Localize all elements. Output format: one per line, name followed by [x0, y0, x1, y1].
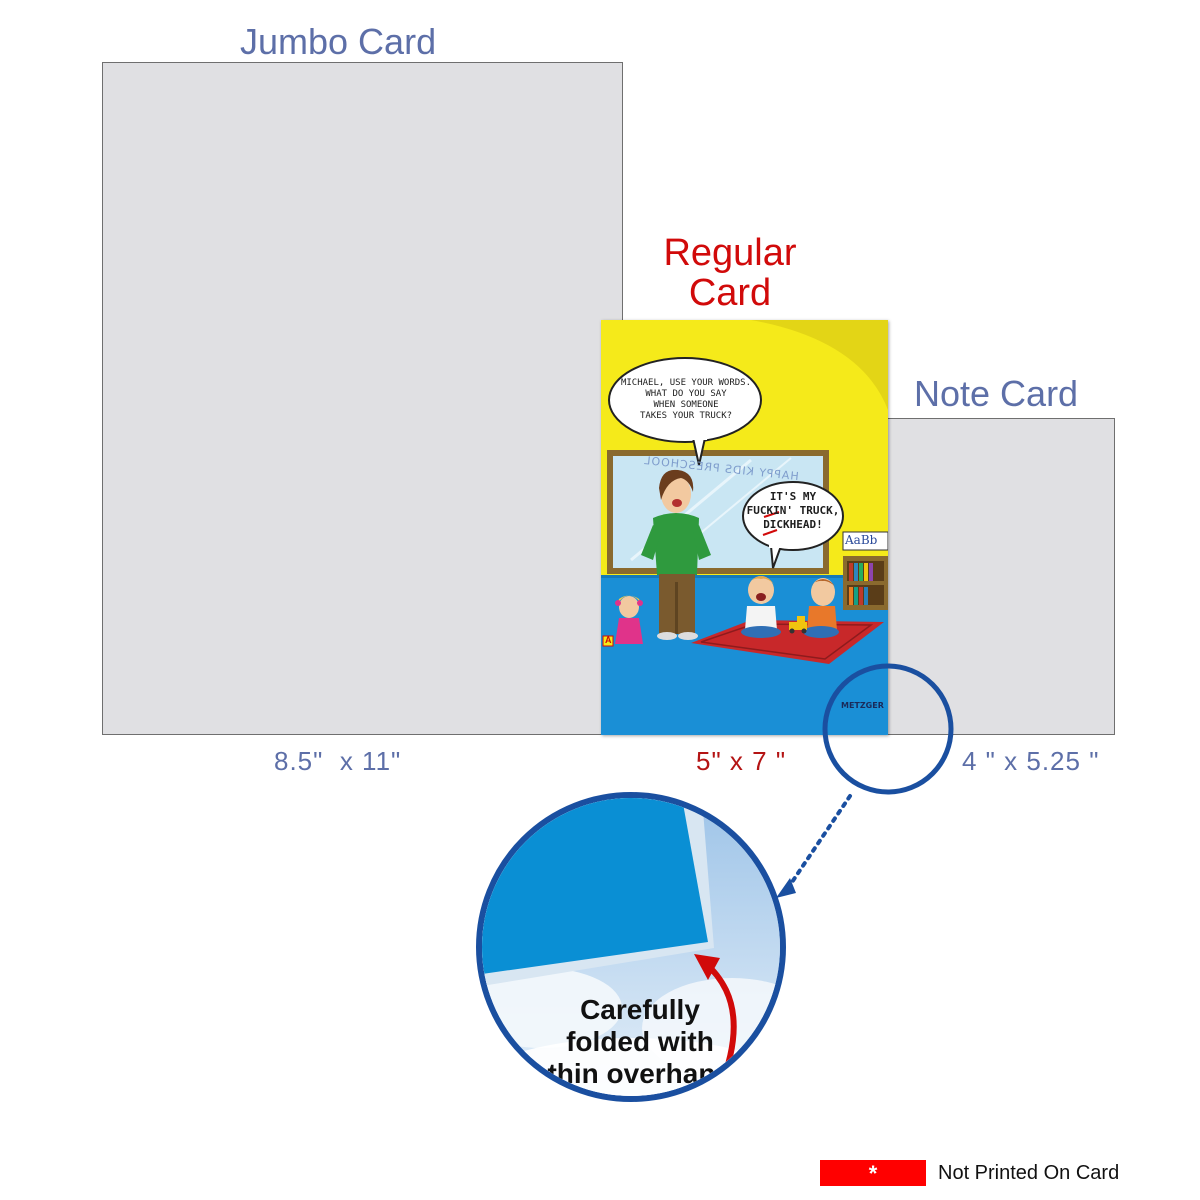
detail-target-circle: [822, 663, 954, 795]
legend-swatch: *: [820, 1160, 926, 1186]
regular-card: MICHAEL, USE YOUR WORDS. WHAT DO YOU SAY…: [601, 320, 889, 735]
asterisk-icon: *: [868, 1161, 878, 1186]
kid-bubble-line-3: DICKHEAD!: [763, 518, 823, 531]
legend-label: Not Printed On Card: [938, 1162, 1120, 1184]
teacher-speech-bubble: MICHAEL, USE YOUR WORDS. WHAT DO YOU SAY…: [620, 378, 752, 421]
regular-card-title: Regular Card: [663, 232, 797, 314]
kid-speech-bubble: IT'S MY FUCKIN' TRUCK, DICKHEAD!: [745, 490, 841, 532]
alphabet-strip: AaBb: [845, 533, 878, 547]
jumbo-card-title: Jumbo Card: [240, 21, 437, 62]
note-card-size: 4 " x 5.25 ": [962, 746, 1100, 776]
cartoon-illustration: [601, 320, 889, 735]
kid-bubble-line-2: FUCKIN' TRUCK,: [746, 504, 840, 517]
pointer-arrowhead: [776, 878, 796, 898]
dotted-pointer-line: [786, 794, 852, 890]
kid-bubble-line-1: IT'S MY: [769, 490, 817, 503]
toy-block-letter: A: [605, 635, 612, 645]
zoom-detail-circle: Carefully folded with thin overhang for …: [476, 792, 786, 1102]
note-card-title: Note Card: [914, 373, 1079, 414]
note-card-sheet: [862, 418, 1115, 735]
jumbo-card-sheet: [102, 62, 623, 735]
jumbo-card-size: 8.5" x 11": [274, 746, 402, 776]
regular-card-size: 5" x 7 ": [696, 746, 787, 776]
artist-signature: METZGER: [841, 701, 884, 710]
fold-callout-text: Carefully folded with thin overhang for …: [547, 994, 733, 1096]
